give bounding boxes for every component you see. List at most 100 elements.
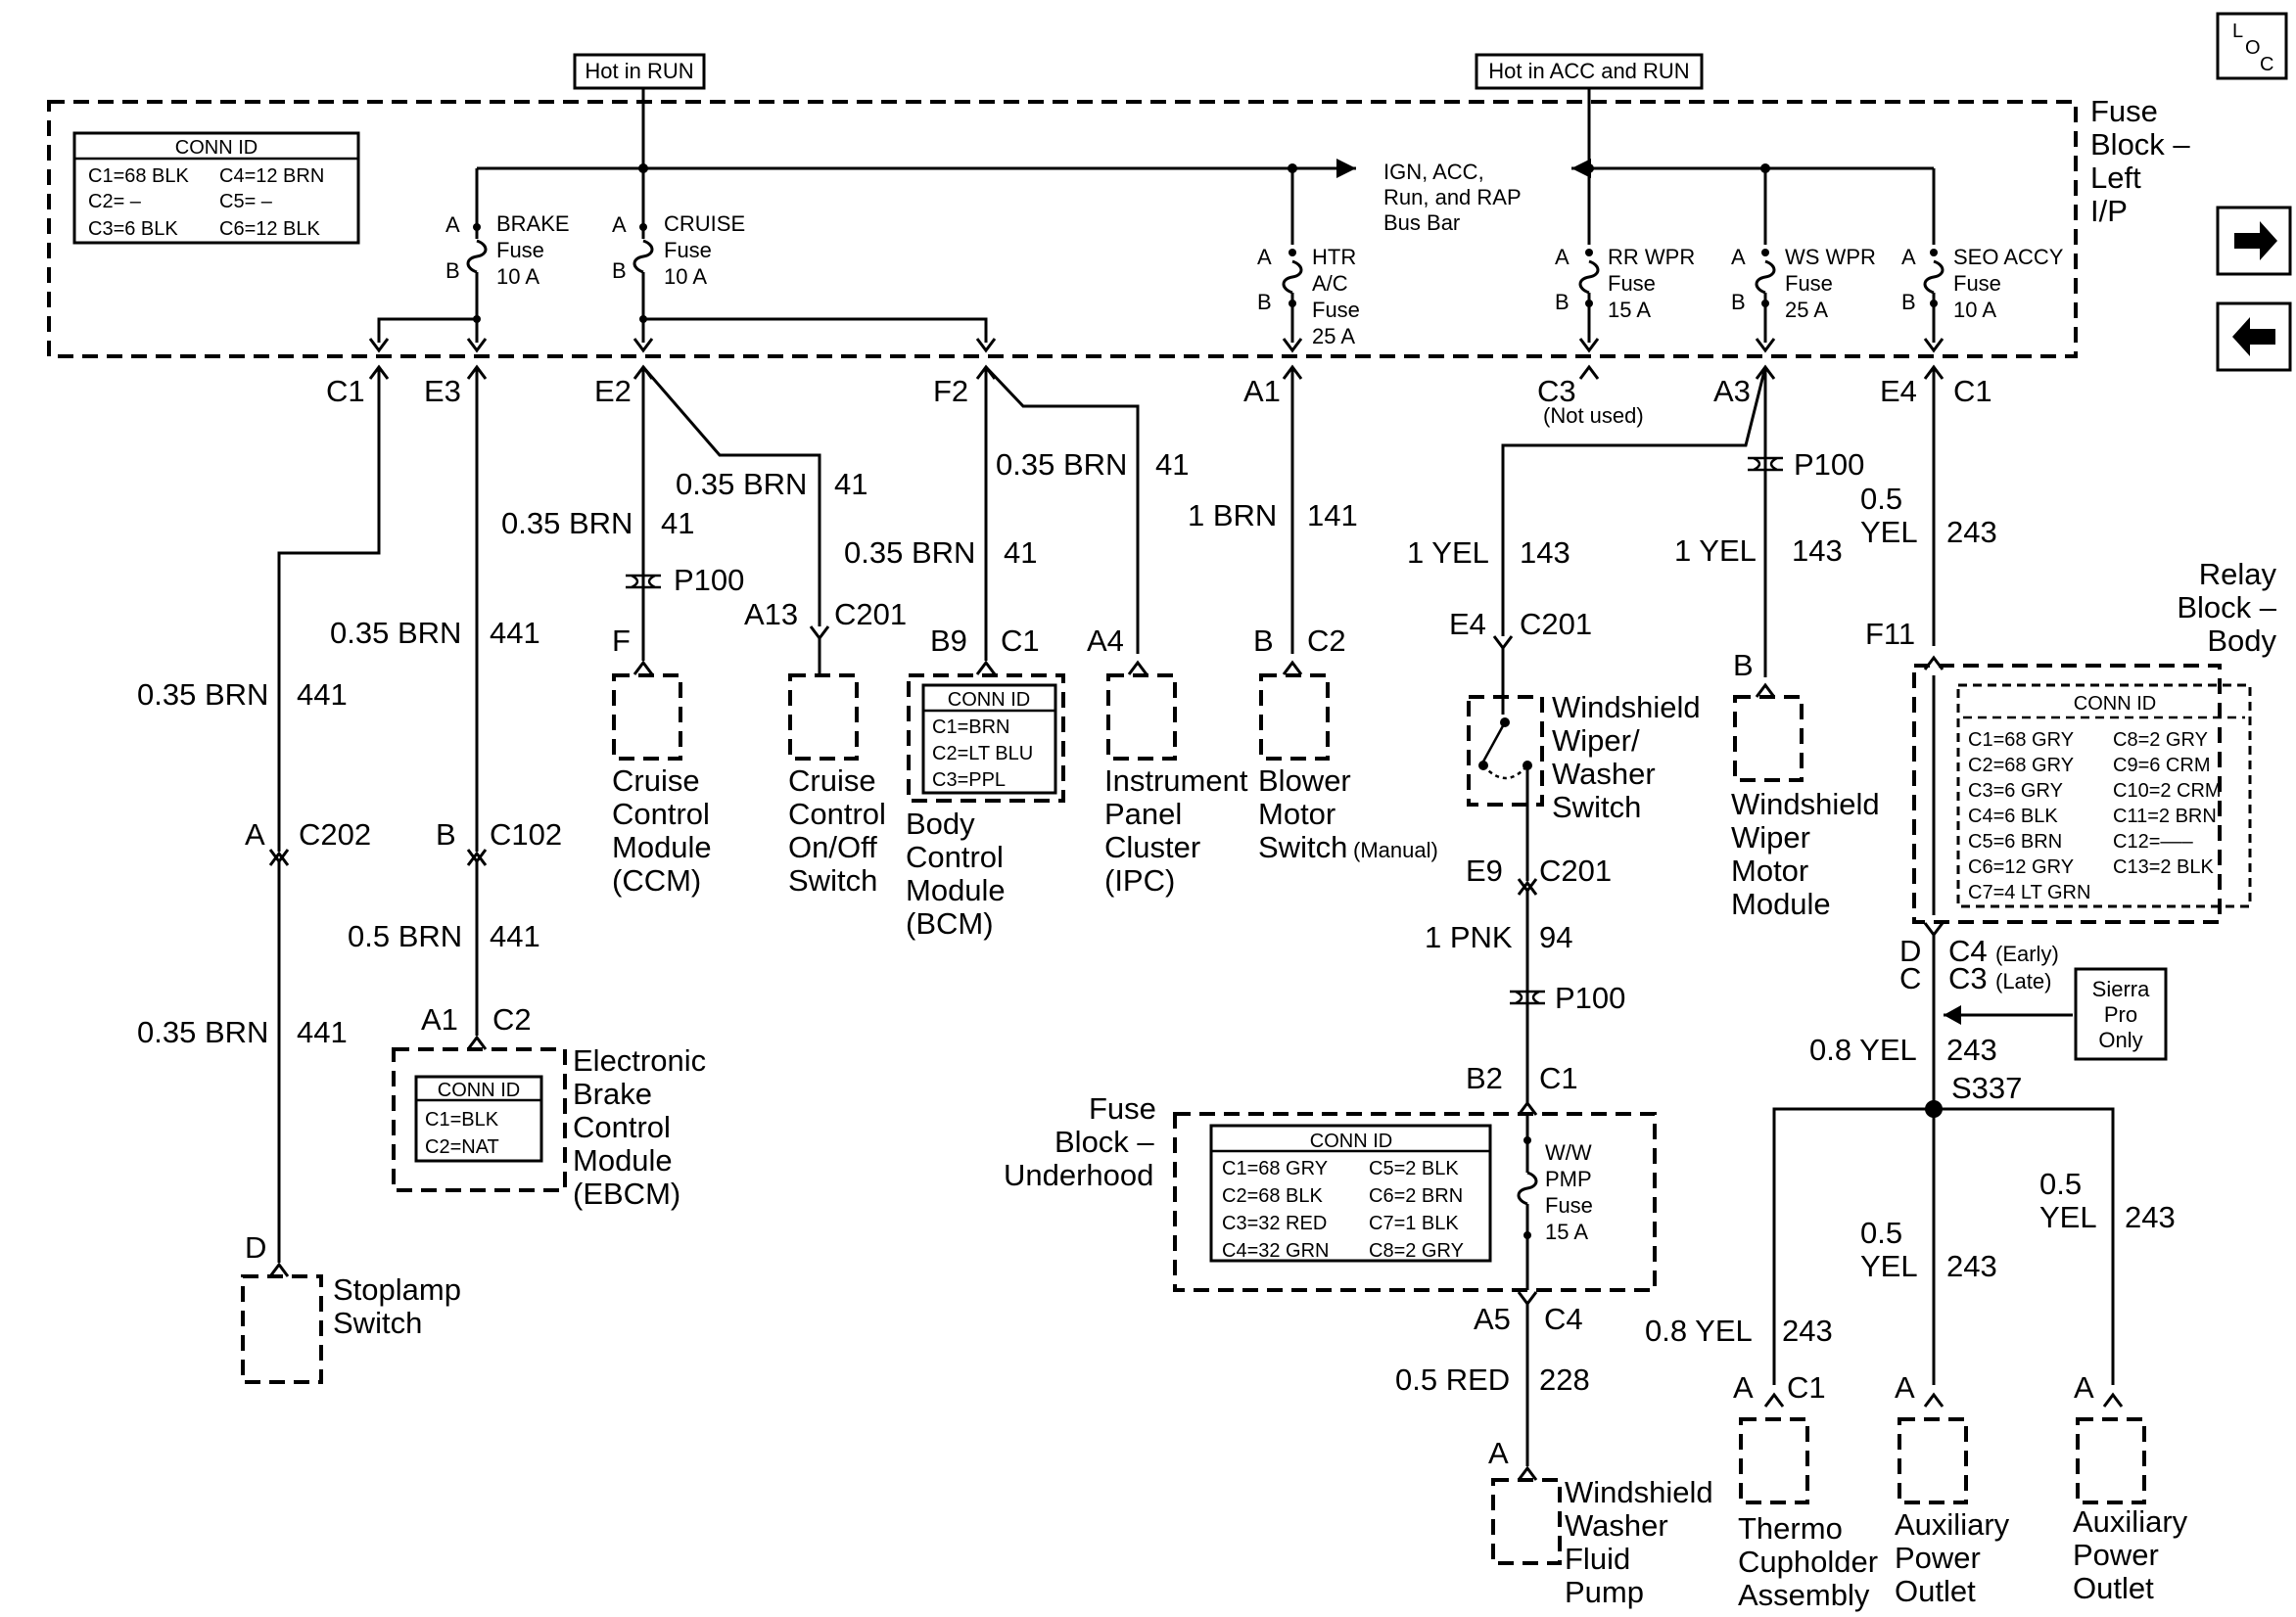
seo-accy-fuse: A B SEO ACCY Fuse 10 A — [1901, 168, 2064, 343]
svg-text:C2=68 BLK: C2=68 BLK — [1222, 1185, 1324, 1207]
svg-text:S337: S337 — [1951, 1071, 2022, 1105]
svg-text:C1=68 GRY: C1=68 GRY — [1968, 729, 2074, 751]
svg-text:243: 243 — [2125, 1200, 2176, 1234]
svg-text:Cluster: Cluster — [1104, 830, 1200, 864]
svg-text:0.35 BRN: 0.35 BRN — [137, 677, 268, 712]
arrow-right-icon[interactable] — [2216, 206, 2292, 276]
svg-text:C6=12 BLK: C6=12 BLK — [219, 218, 321, 240]
svg-text:Panel: Panel — [1104, 797, 1182, 831]
svg-text:A: A — [1895, 1370, 1915, 1405]
svg-text:C6=2 BRN: C6=2 BRN — [1369, 1185, 1463, 1207]
svg-text:(Late): (Late) — [1995, 969, 2051, 993]
svg-text:B: B — [1257, 290, 1272, 314]
svg-text:Fuse: Fuse — [664, 238, 712, 262]
svg-text:Assembly: Assembly — [1738, 1578, 1870, 1612]
p100-splice-ww: P100 — [1510, 981, 1625, 1015]
stoplamp-switch: Stoplamp Switch — [241, 1272, 461, 1384]
svg-text:IGN, ACC,: IGN, ACC, — [1383, 160, 1484, 184]
svg-text:A: A — [1901, 245, 1916, 269]
svg-text:(Early): (Early) — [1995, 942, 2059, 966]
htr-ac-fuse: A B HTR A/C Fuse 25 A — [1257, 163, 1360, 348]
svg-text:F11: F11 — [1865, 617, 1915, 651]
svg-text:E4: E4 — [1880, 374, 1917, 408]
bus-bar-label: IGN, ACC, Run, and RAP Bus Bar — [1383, 160, 1522, 235]
svg-text:Bus Bar: Bus Bar — [1383, 210, 1460, 235]
p100-splice-ccm: P100 — [626, 563, 744, 597]
svg-text:441: 441 — [297, 677, 348, 712]
svg-text:L: L — [2232, 21, 2243, 42]
svg-text:Switch: Switch — [1258, 830, 1347, 864]
wire-41-to-ipc — [984, 365, 1140, 654]
svg-text:O: O — [2245, 37, 2261, 59]
svg-text:Switch: Switch — [1552, 790, 1641, 824]
svg-text:C5=2 BLK: C5=2 BLK — [1369, 1158, 1459, 1179]
svg-text:Fuse: Fuse — [2090, 94, 2158, 128]
svg-text:CONN ID: CONN ID — [948, 689, 1030, 711]
svg-text:0.35 BRN: 0.35 BRN — [844, 535, 975, 570]
cruise-fuse: A B CRUISE Fuse 10 A — [612, 163, 745, 343]
svg-text:10 A: 10 A — [1953, 298, 1996, 322]
svg-text:141: 141 — [1307, 498, 1358, 532]
svg-text:W/W: W/W — [1545, 1140, 1592, 1165]
loc-icon[interactable]: L O C — [2216, 12, 2288, 80]
svg-text:Left: Left — [2090, 161, 2141, 195]
svg-text:C3: C3 — [1948, 961, 1988, 995]
svg-text:Auxiliary: Auxiliary — [1895, 1507, 2010, 1542]
svg-text:Blower: Blower — [1258, 763, 1351, 798]
svg-text:YEL: YEL — [1860, 1249, 1918, 1283]
svg-text:0.8 YEL: 0.8 YEL — [1809, 1033, 1917, 1067]
svg-text:C13=2 BLK: C13=2 BLK — [2113, 856, 2215, 878]
ebcm-module: CONN ID C1=BLK C2=NAT Electronic Brake C… — [392, 1043, 706, 1211]
svg-text:Sierra: Sierra — [2092, 977, 2150, 1001]
svg-text:41: 41 — [661, 506, 694, 540]
svg-text:A: A — [1488, 1436, 1509, 1470]
svg-text:P100: P100 — [1794, 447, 1864, 482]
svg-text:C3=6 BLK: C3=6 BLK — [88, 218, 178, 240]
svg-text:Body: Body — [2207, 624, 2276, 658]
svg-text:A1: A1 — [421, 1002, 458, 1037]
svg-text:0.5 BRN: 0.5 BRN — [348, 919, 462, 953]
svg-text:41: 41 — [1004, 535, 1037, 570]
arrow-left-icon[interactable] — [2216, 301, 2292, 372]
svg-text:Module: Module — [906, 873, 1006, 907]
fuse-block-conn-id-table: CONN ID C1=68 BLK C4=12 BRN C2= – C5= – … — [72, 131, 360, 245]
svg-text:Windshield: Windshield — [1731, 787, 1880, 821]
svg-text:(Not used): (Not used) — [1543, 403, 1644, 428]
svg-text:41: 41 — [1155, 447, 1189, 482]
svg-text:Motor: Motor — [1731, 854, 1808, 888]
svg-text:A/C: A/C — [1312, 271, 1348, 296]
svg-text:Cupholder: Cupholder — [1738, 1545, 1878, 1579]
svg-text:Brake: Brake — [573, 1077, 652, 1111]
auxiliary-power-outlet-1: Auxiliary Power Outlet — [1895, 1417, 2010, 1608]
svg-text:E2: E2 — [594, 374, 632, 408]
wire-41-to-cruise-switch — [641, 366, 821, 626]
fuse-block-underhood: Fuse Block – Underhood CONN ID C1=68 GRY… — [1004, 1091, 1657, 1292]
svg-text:Run, and RAP: Run, and RAP — [1383, 185, 1522, 209]
fuse-block-left-ip — [47, 100, 2078, 358]
svg-text:Auxiliary: Auxiliary — [2073, 1504, 2188, 1539]
svg-text:1 BRN: 1 BRN — [1188, 498, 1277, 532]
svg-text:C1=BRN: C1=BRN — [932, 716, 1009, 738]
svg-text:YEL: YEL — [2039, 1200, 2097, 1234]
svg-text:Control: Control — [906, 840, 1004, 874]
svg-text:PMP: PMP — [1545, 1167, 1592, 1191]
svg-text:441: 441 — [490, 919, 540, 953]
svg-text:(CCM): (CCM) — [612, 863, 701, 898]
svg-text:A4: A4 — [1087, 624, 1124, 658]
svg-text:P100: P100 — [674, 563, 744, 597]
svg-text:E4: E4 — [1449, 607, 1486, 641]
svg-text:C7=1 BLK: C7=1 BLK — [1369, 1213, 1459, 1234]
wire-441-to-c202 — [277, 367, 381, 852]
svg-text:Block –: Block – — [1054, 1125, 1154, 1159]
svg-text:On/Off: On/Off — [788, 830, 877, 864]
svg-text:F: F — [612, 624, 631, 658]
fuse-block-terminals: C1 E3 E2 F2 A1 C3 (Not used) A3 E4 C1 — [326, 365, 1992, 428]
svg-text:B: B — [1555, 290, 1570, 314]
svg-text:B: B — [1731, 290, 1746, 314]
sierra-pro-only-note: Sierra Pro Only — [2074, 967, 2168, 1061]
ws-wpr-fuse: A B WS WPR Fuse 25 A — [1731, 163, 1876, 343]
svg-text:C202: C202 — [299, 817, 371, 852]
ww-switch: Windshield Wiper/ Washer Switch — [1467, 690, 1701, 824]
svg-text:C1: C1 — [1953, 374, 1992, 408]
